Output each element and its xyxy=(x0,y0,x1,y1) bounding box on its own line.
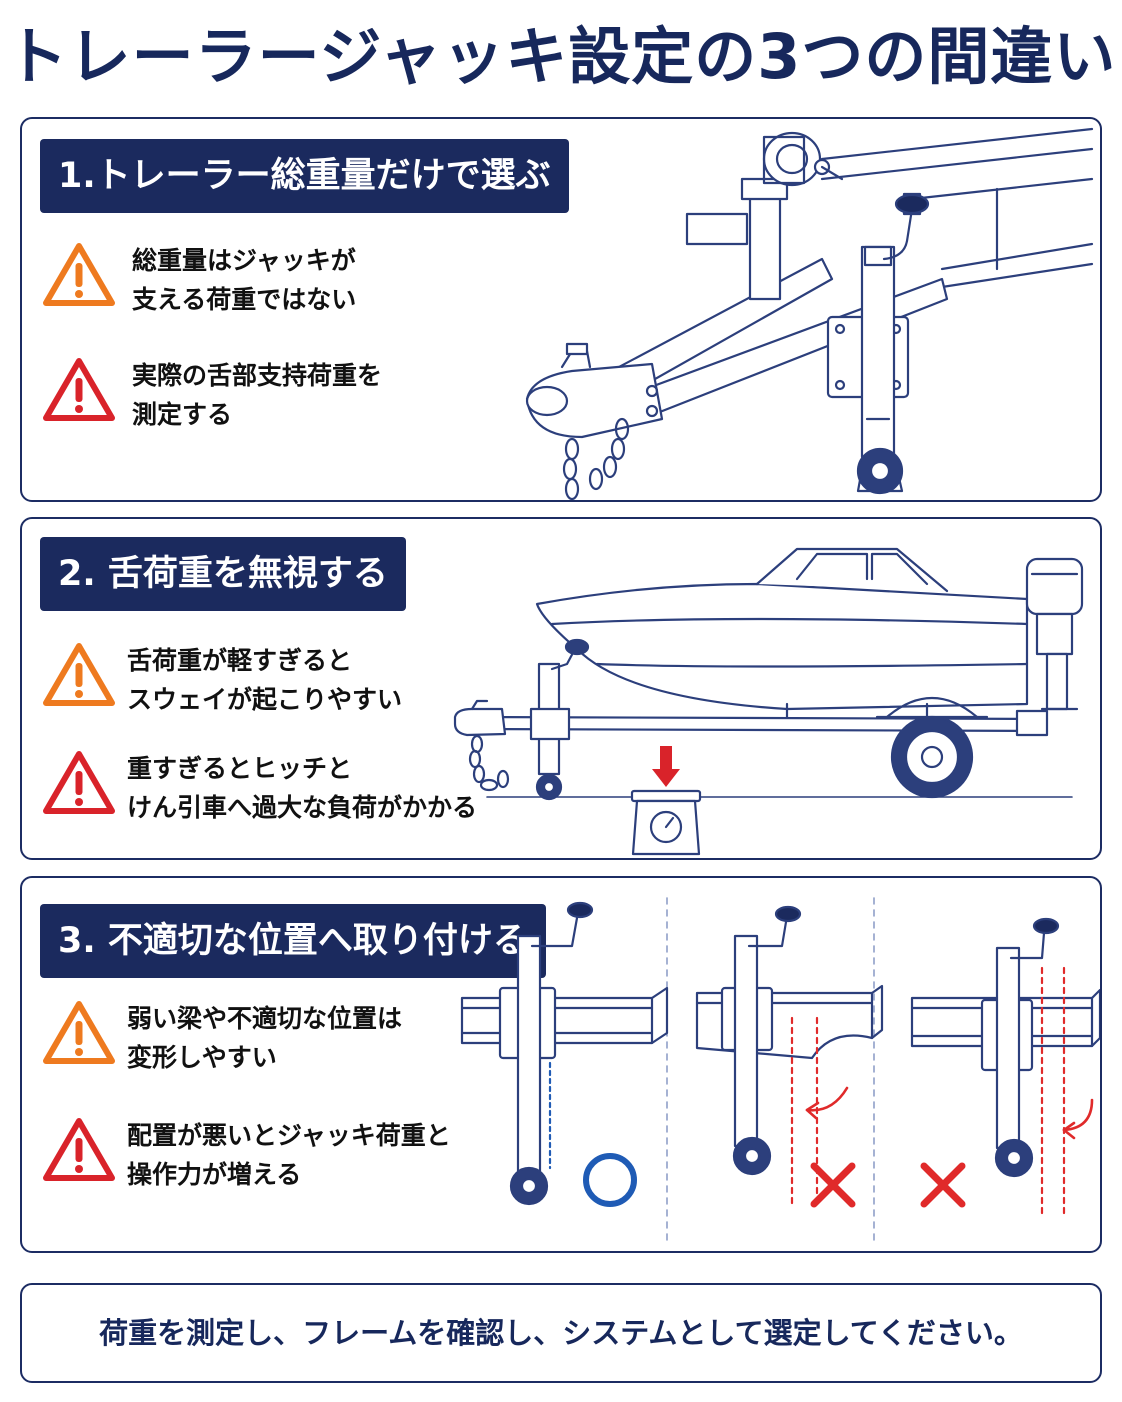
section-header-3: 3. 不適切な位置へ取り付ける xyxy=(40,904,546,978)
warning-triangle-icon xyxy=(43,358,115,421)
jack-incorrect-position xyxy=(910,917,1100,1215)
warning-line: 弱い梁や不適切な位置は xyxy=(127,1004,403,1033)
weighing-scale-icon xyxy=(630,789,702,856)
section-header-2: 2. 舌荷重を無視する xyxy=(40,537,406,611)
warning-item: 配置が悪いとジャッキ荷重と 操作力が増える xyxy=(42,1116,482,1196)
jack-position-comparison xyxy=(460,897,1100,1244)
warning-triangle-icon xyxy=(43,243,115,306)
warning-line: 支える荷重ではない xyxy=(132,285,357,314)
warning-triangle-icon xyxy=(43,751,115,814)
warning-triangle-icon xyxy=(43,1001,115,1064)
cross-ng-icon xyxy=(810,1162,856,1208)
warning-item: 重すぎるとヒッチと けん引車へ過大な負荷がかかる xyxy=(42,749,482,829)
jack-incorrect-position xyxy=(695,905,884,1210)
warning-line: 重すぎるとヒッチと xyxy=(127,754,353,783)
warning-line: 舌荷重が軽すぎると xyxy=(127,646,353,675)
section-mounting-position: 3. 不適切な位置へ取り付ける 弱い梁や不適切な位置は 変形しやすい 配置が悪い… xyxy=(20,876,1102,1253)
warning-line: 実際の舌部支持荷重を xyxy=(132,361,383,390)
warning-line: 総重量はジャッキが xyxy=(132,246,356,275)
warning-line: 配置が悪いとジャッキ荷重と xyxy=(127,1121,451,1150)
footer-message: 荷重を測定し、フレームを確認し、システムとして選定してください。 xyxy=(99,1316,1023,1350)
warning-item: 舌荷重が軽すぎると スウェイが起こりやすい xyxy=(42,641,482,721)
page-title: トレーラージャッキ設定の3つの間違い xyxy=(5,20,1117,93)
trailer-tongue-illustration xyxy=(525,127,1094,500)
boat-trailer-illustration xyxy=(453,547,1084,856)
down-arrow-icon xyxy=(652,746,680,787)
warning-triangle-icon xyxy=(43,1118,115,1181)
warning-line: 操作力が増える xyxy=(127,1160,302,1189)
warning-line: 変形しやすい xyxy=(127,1043,277,1072)
warning-line: けん引車へ過大な負荷がかかる xyxy=(127,793,478,822)
footer-box: 荷重を測定し、フレームを確認し、システムとして選定してください。 xyxy=(20,1283,1102,1383)
cross-ng-icon xyxy=(920,1162,966,1208)
warning-item: 弱い梁や不適切な位置は 変形しやすい xyxy=(42,999,482,1079)
warning-line: スウェイが起こりやすい xyxy=(127,685,403,714)
section-gross-weight: 1.トレーラー総重量だけで選ぶ 総重量はジャッキが 支える荷重ではない 実際の舌… xyxy=(20,117,1102,502)
warning-item: 実際の舌部支持荷重を 測定する xyxy=(42,356,482,436)
section-tongue-weight: 2. 舌荷重を無視する 舌荷重が軽すぎると スウェイが起こりやすい 重すぎるとヒ… xyxy=(20,517,1102,860)
circle-ok-icon xyxy=(583,1153,637,1207)
jack-correct-position xyxy=(460,901,669,1206)
warning-triangle-icon xyxy=(43,643,115,706)
warning-item: 総重量はジャッキが 支える荷重ではない xyxy=(42,241,482,321)
warning-line: 測定する xyxy=(132,400,233,429)
section-header-1: 1.トレーラー総重量だけで選ぶ xyxy=(40,139,569,213)
